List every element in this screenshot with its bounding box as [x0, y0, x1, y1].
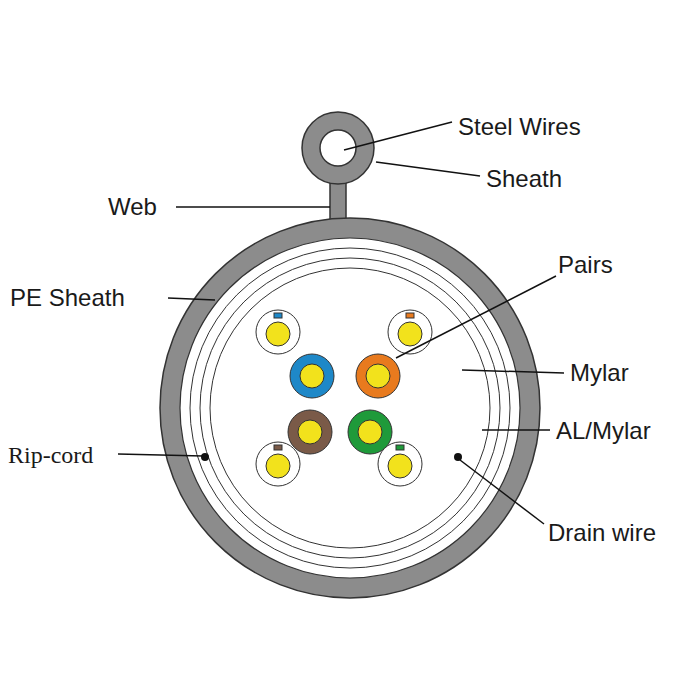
- pairs: [256, 310, 432, 486]
- sheath-inner: [180, 238, 520, 578]
- part-label: Rip-cord: [8, 440, 93, 470]
- leader-lines: [118, 122, 564, 524]
- part-label: AL/Mylar: [556, 416, 651, 446]
- part-label: Pairs: [558, 250, 613, 280]
- mylar: [210, 268, 490, 548]
- rip-cord: [201, 453, 209, 461]
- part-label: Mylar: [570, 358, 629, 388]
- part-label: PE Sheath: [10, 283, 125, 313]
- al-mylar: [190, 248, 510, 568]
- pe-sheath: [160, 218, 540, 598]
- part-label: Drain wire: [548, 518, 656, 548]
- part-label: Sheath: [486, 164, 562, 194]
- part-label: Steel Wires: [458, 112, 581, 142]
- messenger-sheath: [302, 112, 374, 184]
- al-mylar-inner: [200, 258, 500, 558]
- part-label: Web: [108, 192, 157, 222]
